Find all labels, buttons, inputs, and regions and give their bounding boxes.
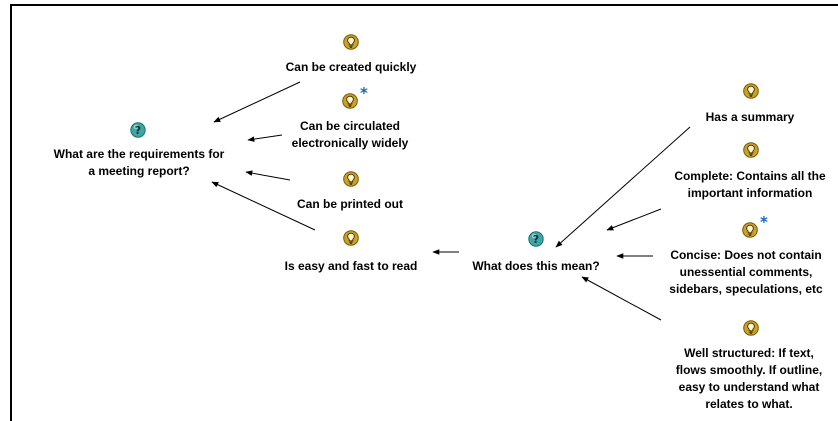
node-circulated-electronically[interactable]: Can be circulated electronically widely: [270, 118, 430, 152]
edge-printed-to-requirements: [245, 170, 291, 181]
edge-easy-to-requirements: [211, 181, 316, 231]
node-label-line: easy to understand what: [678, 380, 820, 394]
node-label-line: unessential comments,: [679, 265, 813, 279]
node-label-line: Is easy and fast to read: [284, 259, 418, 273]
node-label-line: Has a summary: [705, 110, 795, 124]
asterisk-marker: *: [760, 213, 768, 231]
edge-complete-to-meaning: [606, 208, 662, 231]
node-label-line: Concise: Does not contain: [670, 248, 822, 262]
node-label-line: a meeting report?: [88, 164, 190, 178]
node-complete[interactable]: Complete: Contains all the important inf…: [662, 168, 838, 202]
node-label-line: Can be created quickly: [285, 60, 417, 74]
asterisk-marker: *: [360, 84, 368, 102]
node-label-line: Can be printed out: [297, 197, 403, 211]
node-label-line: What are the requirements for: [53, 147, 225, 161]
node-concise[interactable]: Concise: Does not contain unessential co…: [654, 247, 838, 298]
node-created-quickly[interactable]: Can be created quickly: [256, 59, 446, 76]
svg-text:?: ?: [533, 233, 539, 246]
node-printed-out[interactable]: Can be printed out: [270, 196, 430, 213]
lightbulb-icon[interactable]: [743, 320, 759, 336]
node-easy-fast-read[interactable]: Is easy and fast to read: [268, 258, 434, 275]
node-label-line: Well structured: If text,: [684, 346, 814, 360]
lightbulb-icon[interactable]: [743, 83, 759, 99]
node-meaning-question[interactable]: What does this mean?: [457, 258, 615, 275]
node-label-line: sidebars, speculations, etc: [669, 282, 823, 296]
edge-structured-to-meaning: [581, 276, 662, 321]
node-label-line: Complete: Contains all the: [674, 169, 826, 183]
node-label-line: Can be circulated: [299, 119, 401, 133]
edge-circulated-to-requirements: [247, 134, 283, 142]
lightbulb-icon[interactable]: [343, 230, 359, 246]
lightbulb-icon[interactable]: [343, 34, 359, 50]
node-label-line: important information: [687, 186, 813, 200]
node-label-line: flows smoothly. If outline,: [675, 363, 823, 377]
question-icon[interactable]: ?: [130, 122, 146, 138]
edge-created-to-requirements: [213, 81, 301, 123]
node-has-summary[interactable]: Has a summary: [680, 109, 820, 126]
lightbulb-icon[interactable]: [742, 222, 758, 238]
node-label-line: electronically widely: [291, 136, 409, 150]
lightbulb-icon[interactable]: [343, 171, 359, 187]
node-label-line: What does this mean?: [472, 259, 600, 273]
node-label-line: relates to what.: [705, 397, 793, 411]
node-requirements-question[interactable]: What are the requirements for a meeting …: [32, 146, 246, 180]
edge-summary-to-meaning: [555, 126, 691, 248]
frame-top-border: [10, 4, 838, 6]
frame-left-border: [10, 4, 12, 421]
lightbulb-icon[interactable]: [743, 142, 759, 158]
svg-text:?: ?: [135, 124, 141, 137]
lightbulb-icon[interactable]: [342, 93, 358, 109]
question-icon[interactable]: ?: [528, 231, 544, 247]
node-well-structured[interactable]: Well structured: If text, flows smoothly…: [660, 345, 838, 413]
